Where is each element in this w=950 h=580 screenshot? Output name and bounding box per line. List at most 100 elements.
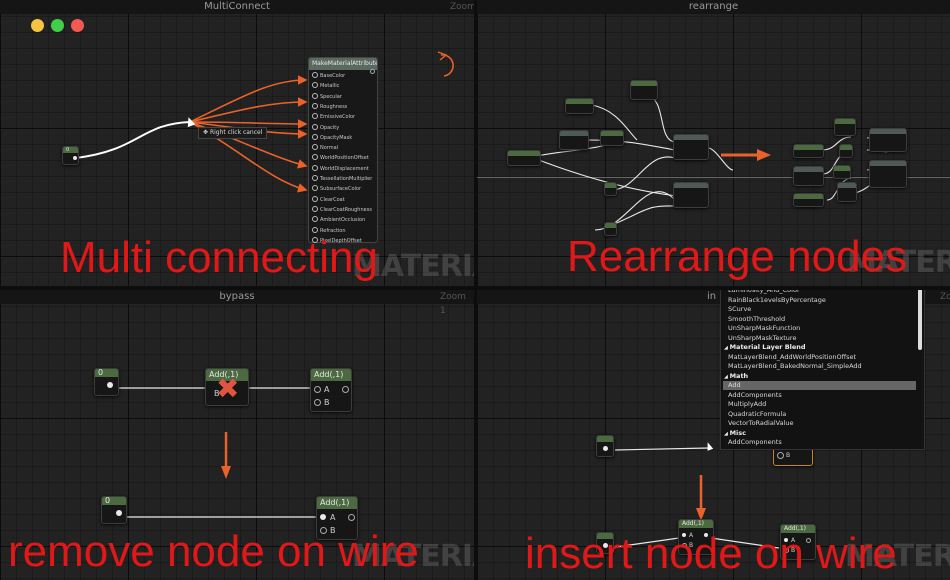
material-input-pin-row[interactable]: Roughness	[312, 103, 347, 110]
pin-b-label: B	[214, 389, 220, 398]
graph-node[interactable]	[793, 144, 824, 158]
material-input-pin-row[interactable]: Opacity	[312, 124, 339, 131]
graph-node[interactable]	[565, 98, 594, 114]
add-node[interactable]: Add(,1) A B	[316, 496, 358, 540]
close-window-button[interactable]	[71, 19, 84, 32]
menu-item[interactable]: Add	[723, 381, 916, 390]
input-pin-a[interactable]	[320, 514, 326, 520]
material-input-pin-row[interactable]: WorldPositionOffset	[312, 154, 369, 161]
panel-rearrange[interactable]: rearrange	[477, 0, 950, 286]
material-input-pin-row[interactable]: ClearCoat	[312, 196, 345, 203]
constant-node[interactable]: 0	[101, 496, 127, 524]
material-input-pin-row[interactable]: WorldDisplacement	[312, 165, 369, 172]
graph-node[interactable]	[834, 118, 856, 136]
material-input-pin-row[interactable]: OpacityMask	[312, 134, 352, 141]
material-input-pin-row[interactable]: BaseColor	[312, 72, 345, 79]
menu-item-label: SCurve	[728, 305, 752, 313]
menu-scrollbar[interactable]	[918, 290, 922, 350]
input-pin-a[interactable]	[784, 538, 788, 542]
constant-node[interactable]: 0	[94, 368, 119, 396]
menu-item[interactable]: AddComponents	[728, 391, 782, 400]
material-input-pin-row[interactable]: Normal	[312, 144, 338, 151]
menu-item[interactable]: MatLayerBlend_BakedNormal_SimpleAdd	[728, 362, 862, 371]
menu-item[interactable]: SCurve	[728, 305, 751, 314]
graph-node[interactable]	[839, 144, 853, 158]
input-pin-a[interactable]	[682, 533, 686, 537]
output-pin[interactable]	[116, 510, 122, 516]
panel-multiconnect[interactable]: MultiConnect Zoom 0 ✥ Right click cancel…	[0, 0, 474, 286]
graph-node[interactable]	[559, 130, 589, 150]
add-node-title: Add(,1)	[206, 369, 248, 381]
material-input-pin-row[interactable]: AmbientOcclusion	[312, 216, 365, 223]
material-input-pin-row[interactable]: Specular	[312, 93, 342, 100]
output-pin[interactable]	[370, 69, 375, 74]
material-watermark: MATERIAL	[847, 245, 950, 280]
constant-node[interactable]	[596, 532, 614, 554]
menu-item[interactable]: UnSharpMaskFunction	[728, 324, 800, 333]
graph-node[interactable]	[630, 80, 658, 100]
output-pin[interactable]	[806, 538, 811, 543]
output-pin[interactable]	[342, 386, 349, 393]
menu-item[interactable]: RainBlack1evelsByPercentage	[728, 296, 826, 305]
material-input-pin-row[interactable]: SubsurfaceColor	[312, 185, 361, 192]
graph-node[interactable]	[869, 160, 907, 188]
output-pin[interactable]	[603, 543, 608, 548]
input-pin-b[interactable]	[777, 452, 784, 459]
menu-item[interactable]: Luminosity_And_Color	[728, 290, 800, 295]
graph-node[interactable]	[673, 134, 709, 160]
output-pin[interactable]	[348, 514, 355, 521]
graph-node[interactable]	[793, 166, 824, 186]
output-pin[interactable]	[73, 156, 77, 160]
expand-triangle-icon: ◢	[724, 430, 730, 437]
material-input-pin-row[interactable]: PixelDepthOffset	[312, 237, 362, 244]
menu-item[interactable]: UnSharpMaskTexture	[728, 334, 796, 343]
add-node-inserted[interactable]: Add(,1) A B	[678, 519, 714, 555]
menu-item[interactable]: MatLayerBlend_AddWorldPositionOffset	[728, 353, 856, 362]
menu-item[interactable]: SmoothThreshold	[728, 315, 785, 324]
material-input-pin-row[interactable]: TessellationMultiplier	[312, 175, 372, 182]
input-pin-b[interactable]	[320, 527, 327, 534]
menu-category-header[interactable]: ◢ Material Layer Blend	[724, 343, 806, 353]
output-pin[interactable]	[704, 533, 708, 537]
output-pin[interactable]	[107, 382, 113, 388]
material-input-pin-row[interactable]: ClearCoatRoughness	[312, 206, 372, 213]
pin-b-label: B	[324, 398, 330, 407]
menu-item[interactable]: VectorToRadialValue	[728, 419, 793, 428]
material-input-pin-row[interactable]: Refraction	[312, 227, 346, 234]
graph-node[interactable]	[600, 130, 624, 146]
menu-item[interactable]: AddComponents	[728, 438, 782, 447]
graph-node[interactable]	[604, 182, 617, 196]
panel-insert[interactable]: in Zoom B Luminosity_And_ColorRainBlack1…	[477, 290, 950, 580]
graph-node[interactable]	[673, 182, 709, 208]
input-pin-b[interactable]	[682, 543, 687, 548]
constant-node[interactable]: 0	[62, 146, 79, 165]
output-pin[interactable]	[603, 446, 608, 451]
graph-node[interactable]	[837, 182, 857, 202]
input-pin-a[interactable]	[314, 386, 321, 393]
expand-triangle-icon: ◢	[724, 373, 730, 380]
menu-item[interactable]: QuadraticFormula	[728, 410, 786, 419]
add-node[interactable]: Add(,1) A B	[780, 524, 816, 560]
panel-bypass[interactable]: bypass Zoom 1 0 Add(,1) B ✖ Add(,1) A B …	[0, 290, 474, 580]
caption-remove-node-on-wire: remove node on wire	[8, 527, 419, 576]
graph-node[interactable]	[833, 165, 851, 179]
constant-node[interactable]	[596, 435, 614, 457]
graph-node[interactable]	[869, 128, 907, 152]
input-pin-b[interactable]	[784, 548, 789, 553]
add-node-removed[interactable]: Add(,1) B ✖	[205, 368, 249, 406]
material-input-pin-row[interactable]: Metallic	[312, 82, 339, 89]
input-pin-b[interactable]	[314, 399, 321, 406]
menu-item[interactable]: MultiplyAdd	[728, 400, 766, 409]
add-node[interactable]: Add(,1) A B	[310, 368, 352, 412]
graph-node[interactable]	[507, 150, 541, 166]
menu-category-header[interactable]: ◢ Misc	[724, 429, 746, 439]
material-input-pin-row[interactable]: EmissiveColor	[312, 113, 355, 120]
minimize-window-button[interactable]	[31, 19, 44, 32]
menu-category-header[interactable]: ◢ Math	[724, 372, 748, 382]
graph-node[interactable]	[793, 193, 824, 207]
graph-node[interactable]	[604, 222, 617, 236]
menu-item-label: Add	[728, 381, 741, 389]
maximize-window-button[interactable]	[51, 19, 64, 32]
